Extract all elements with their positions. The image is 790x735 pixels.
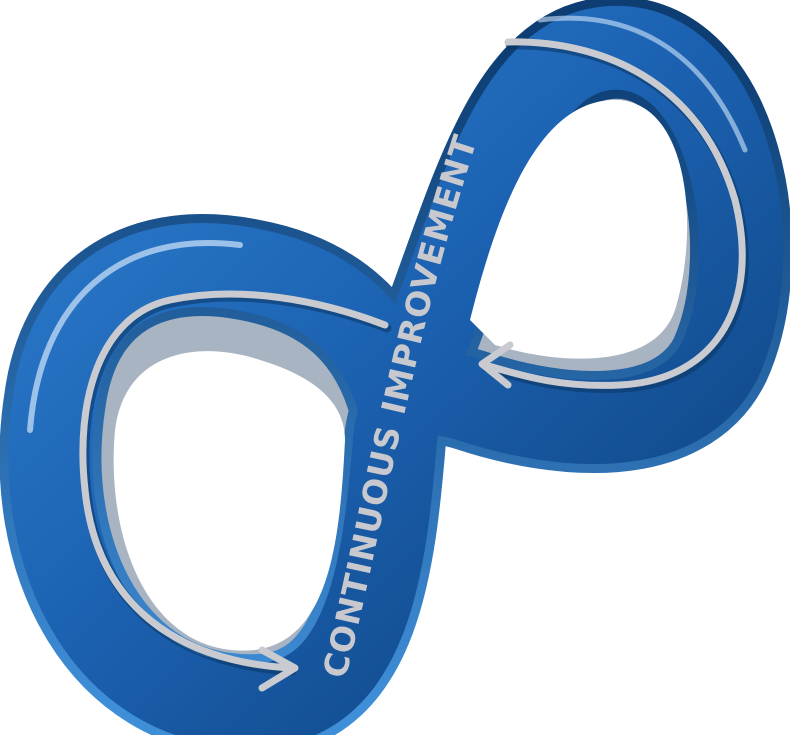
ribbon-gloss-2 <box>537 15 748 153</box>
arrow-head-right-icon <box>478 341 514 389</box>
arrow-head-left-icon <box>258 646 299 692</box>
arrow-track-left-line <box>79 290 389 672</box>
lower-loop-hole <box>113 351 345 651</box>
ribbon-gloss <box>27 240 243 433</box>
ribbon-top-face <box>8 5 784 735</box>
upper-loop-hole <box>470 99 688 359</box>
arrow-track-right-line <box>481 38 746 389</box>
